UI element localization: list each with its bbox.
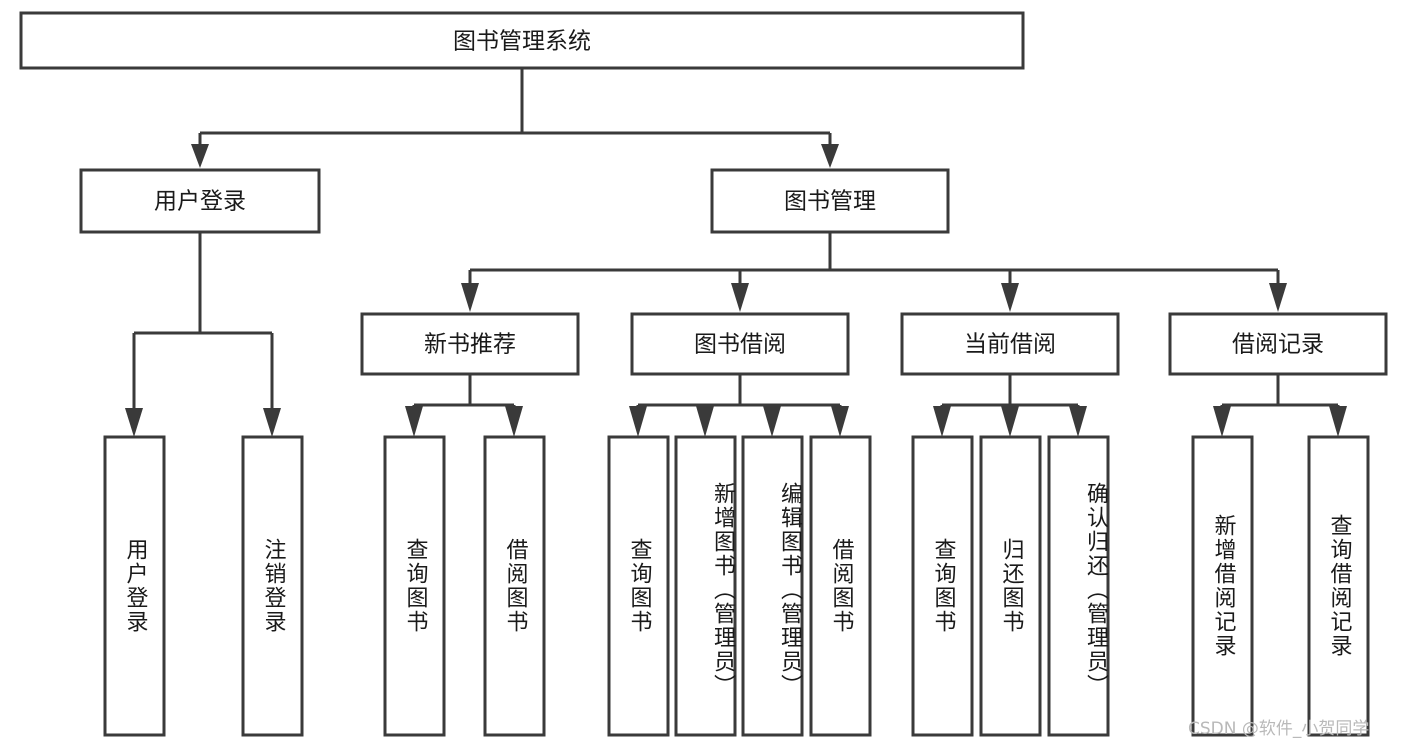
node-book-manage-label: 图书管理 [784,189,876,215]
connector-borrow-record-to-leaves [1213,374,1347,437]
leaf-box-user-login[interactable] [103,435,166,737]
arrow-head-nbr-leaf-2 [505,406,523,437]
connector-user-login-to-leaves [125,232,281,437]
connector-book-manage-to-level3 [461,232,1287,312]
connector-current-borrow-to-leaves [933,374,1087,437]
arrow-head-br-leaf-2 [1329,406,1347,437]
arrow-head-bb-leaf-2 [696,406,714,437]
arrow-head-cb-leaf-3 [1069,406,1087,437]
arrow-head-nbr-leaf-1 [405,406,423,437]
connector-new-book-recommend-to-leaves [405,374,523,437]
node-new-book-recommend-label: 新书推荐 [424,332,516,358]
arrow-head-new-book-recommend [461,283,479,312]
leaf-box-add-book[interactable] [674,435,737,737]
arrow-head-leaf-user-login [125,408,143,437]
node-book-manage[interactable]: 图书管理 [710,168,950,234]
arrow-head-leaf-logout [263,408,281,437]
leaf-box-add-record[interactable] [1191,435,1254,737]
leaf-box-query-book-1[interactable] [383,435,446,737]
arrow-head-book-manage [821,144,839,168]
leaf-boxes [103,435,1370,737]
connector-root-to-level2 [191,68,839,168]
arrow-head-user-login [191,144,209,168]
node-borrow-record[interactable]: 借阅记录 [1168,312,1388,376]
arrow-head-bb-leaf-3 [763,406,781,437]
node-book-manage-box[interactable] [710,168,950,234]
node-root-label: 图书管理系统 [453,29,591,55]
node-new-book-recommend-box[interactable] [360,312,580,376]
arrow-head-cb-leaf-2 [1001,406,1019,437]
arrow-head-borrow-record [1269,283,1287,312]
node-book-borrow-label: 图书借阅 [694,332,786,358]
node-root[interactable]: 图书管理系统 [19,11,1025,70]
node-borrow-record-box[interactable] [1168,312,1388,376]
node-book-borrow[interactable]: 图书借阅 [630,312,850,376]
arrow-head-book-borrow [731,283,749,312]
arrow-head-bb-leaf-1 [629,406,647,437]
leaf-box-edit-book[interactable] [741,435,804,737]
node-current-borrow-label: 当前借阅 [964,332,1056,358]
arrow-head-bb-leaf-4 [831,406,849,437]
leaf-box-return-book[interactable] [979,435,1042,737]
node-borrow-record-label: 借阅记录 [1232,332,1324,358]
csdn-watermark: CSDN @软件_小贺同学 [1188,719,1370,739]
leaf-box-logout-login[interactable] [241,435,304,737]
node-current-borrow[interactable]: 当前借阅 [900,312,1120,376]
arrow-head-current-borrow [1001,283,1019,312]
arrow-head-br-leaf-1 [1213,406,1231,437]
node-user-login-label: 用户登录 [154,189,246,215]
node-book-borrow-box[interactable] [630,312,850,376]
leaf-box-confirm-return[interactable] [1047,435,1110,737]
leaf-box-query-record[interactable] [1307,435,1370,737]
node-new-book-recommend[interactable]: 新书推荐 [360,312,580,376]
node-user-login[interactable]: 用户登录 [79,168,321,234]
arrow-head-cb-leaf-1 [933,406,951,437]
node-root-box[interactable] [19,11,1025,70]
leaf-box-borrow-book-2[interactable] [809,435,872,737]
connector-book-borrow-to-leaves [629,374,849,437]
node-current-borrow-box[interactable] [900,312,1120,376]
leaf-box-query-book-3[interactable] [911,435,974,737]
leaf-box-query-book-2[interactable] [607,435,670,737]
leaf-box-borrow-book-1[interactable] [483,435,546,737]
